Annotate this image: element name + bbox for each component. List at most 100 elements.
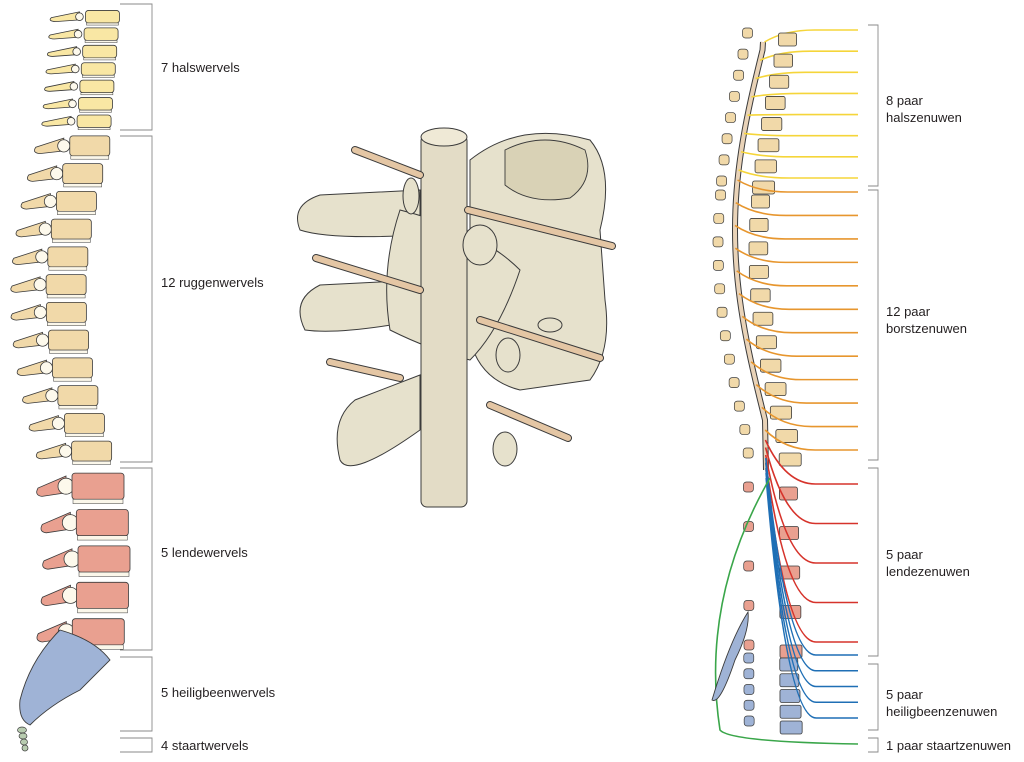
lumbar-vertebra — [779, 526, 799, 540]
thoracic-nerve — [761, 406, 858, 428]
cervical-spinous-process — [733, 69, 744, 81]
thoracic-vertebra-body — [48, 329, 89, 351]
vertebra-closeup — [297, 127, 616, 508]
bracket-lumbar — [120, 467, 153, 651]
lumbar-vertebra-process — [42, 548, 73, 570]
thoracic-intervertebral-disc — [72, 460, 111, 465]
label-sacral-nerves-count: 5 paar — [886, 687, 923, 702]
thoracic-articular-facet — [35, 250, 49, 264]
thoracic-articular-facet — [51, 416, 65, 430]
cervical-intervertebral-disc — [82, 75, 115, 78]
cervical-nerve — [747, 113, 858, 116]
cervical-nerve — [743, 132, 858, 137]
thoracic-vertebra-body — [56, 190, 97, 212]
thoracic-vertebra-body — [45, 301, 87, 323]
cervical-nerve — [764, 29, 858, 43]
lumbar-intervertebral-disc — [78, 571, 130, 577]
cervical-vertebra — [761, 117, 783, 131]
thoracic-articular-facet — [36, 333, 50, 347]
coccyx-segment — [20, 738, 28, 746]
nerve-root — [465, 207, 615, 249]
cervical-nerve — [751, 92, 858, 98]
thoracic-spinous-process — [728, 377, 740, 388]
bracket-coccyx — [120, 737, 153, 753]
sacrum — [19, 629, 111, 726]
cervical-articular-facet — [66, 117, 76, 126]
label-thoracic-nerves-name: borstzenuwen — [886, 321, 967, 336]
cervical-intervertebral-disc — [84, 40, 118, 43]
bracket-sacral-nerves — [868, 663, 879, 731]
thoracic-nerve — [735, 202, 858, 217]
thoracic-vertebra-process — [16, 359, 47, 377]
sacral-spinous-process — [743, 699, 755, 711]
cervical-intervertebral-disc — [83, 57, 116, 61]
transverse-process — [336, 374, 421, 467]
spinal-ganglion — [537, 317, 563, 333]
thoracic-vertebra-process — [28, 415, 59, 432]
nerve-root — [477, 317, 603, 361]
thoracic-vertebra-body — [71, 440, 113, 462]
cervical-articular-facet — [68, 99, 77, 109]
cervical-vertebra — [757, 138, 780, 153]
lumbar-spinous-process — [743, 560, 755, 572]
thoracic-vertebra-body — [45, 274, 87, 296]
thoracic-spinous-process — [724, 353, 735, 365]
thoracic-vertebra-process — [26, 165, 58, 182]
cervical-vertebra-process — [46, 46, 78, 57]
label-thoracic-vertebrae: 12 ruggenwervels — [161, 275, 264, 290]
thoracic-articular-facet — [57, 139, 71, 153]
cervical-articular-facet — [72, 47, 81, 56]
spinal-ganglion — [402, 177, 420, 215]
thoracic-spinous-process — [742, 447, 754, 459]
thoracic-spinous-process — [712, 236, 724, 248]
cervical-vertebra-process — [45, 63, 76, 75]
cervical-vertebra-body — [79, 79, 115, 94]
thoracic-articular-facet — [45, 389, 59, 403]
cervical-articular-facet — [75, 12, 84, 21]
thoracic-vertebra-process — [22, 387, 53, 404]
lumbar-nerve — [764, 447, 858, 525]
cervical-spinous-process — [725, 112, 736, 123]
bracket-thoracic-nerves — [868, 189, 879, 461]
thoracic-vertebra — [750, 288, 771, 303]
lumbar-nerve — [764, 454, 858, 564]
cervical-articular-facet — [69, 82, 79, 91]
cervical-vertebra — [778, 32, 797, 47]
thoracic-vertebra — [764, 382, 787, 397]
thoracic-nerve — [764, 429, 858, 451]
thoracic-vertebra-body — [47, 246, 89, 268]
bracket-cervical — [120, 3, 153, 131]
lumbar-nerve — [765, 462, 858, 604]
cervical-vertebra-body — [76, 114, 112, 128]
lumbar-vertebra-body — [76, 581, 129, 609]
thoracic-vertebra-body — [64, 412, 105, 434]
thoracic-vertebra-process — [20, 193, 51, 210]
spinal-cord — [420, 134, 468, 508]
label-thoracic-nerves-count: 12 paar — [886, 304, 931, 319]
bracket-coccygeal-nerves — [868, 737, 879, 753]
thoracic-vertebra-body — [52, 357, 93, 379]
thoracic-vertebra — [749, 218, 769, 232]
bracket-cervical-nerves — [868, 24, 879, 187]
thoracic-vertebra-process — [12, 248, 43, 266]
bracket-lumbar-nerves — [868, 467, 879, 657]
label-lumbar-nerves-name: lendezenuwen — [886, 564, 970, 579]
vertebral-body-top-surface — [504, 139, 589, 201]
spinal-ganglion — [495, 337, 521, 373]
lumbar-nerve — [764, 439, 858, 485]
cervical-intervertebral-disc — [79, 109, 112, 113]
thoracic-vertebra-process — [12, 331, 43, 349]
cervical-vertebra-body — [78, 97, 113, 111]
coccyx-segment — [17, 726, 27, 734]
thoracic-nerve — [734, 224, 858, 240]
spinal-ganglion — [492, 431, 518, 467]
coccyx-segment — [21, 744, 29, 752]
sacral-nerve — [765, 477, 858, 719]
thoracic-intervertebral-disc — [48, 266, 88, 271]
thoracic-nerve — [737, 179, 858, 193]
sacrum — [711, 610, 749, 701]
cervical-vertebra-process — [44, 81, 75, 92]
thoracic-vertebra — [748, 241, 769, 256]
thoracic-vertebra-body — [69, 135, 111, 157]
